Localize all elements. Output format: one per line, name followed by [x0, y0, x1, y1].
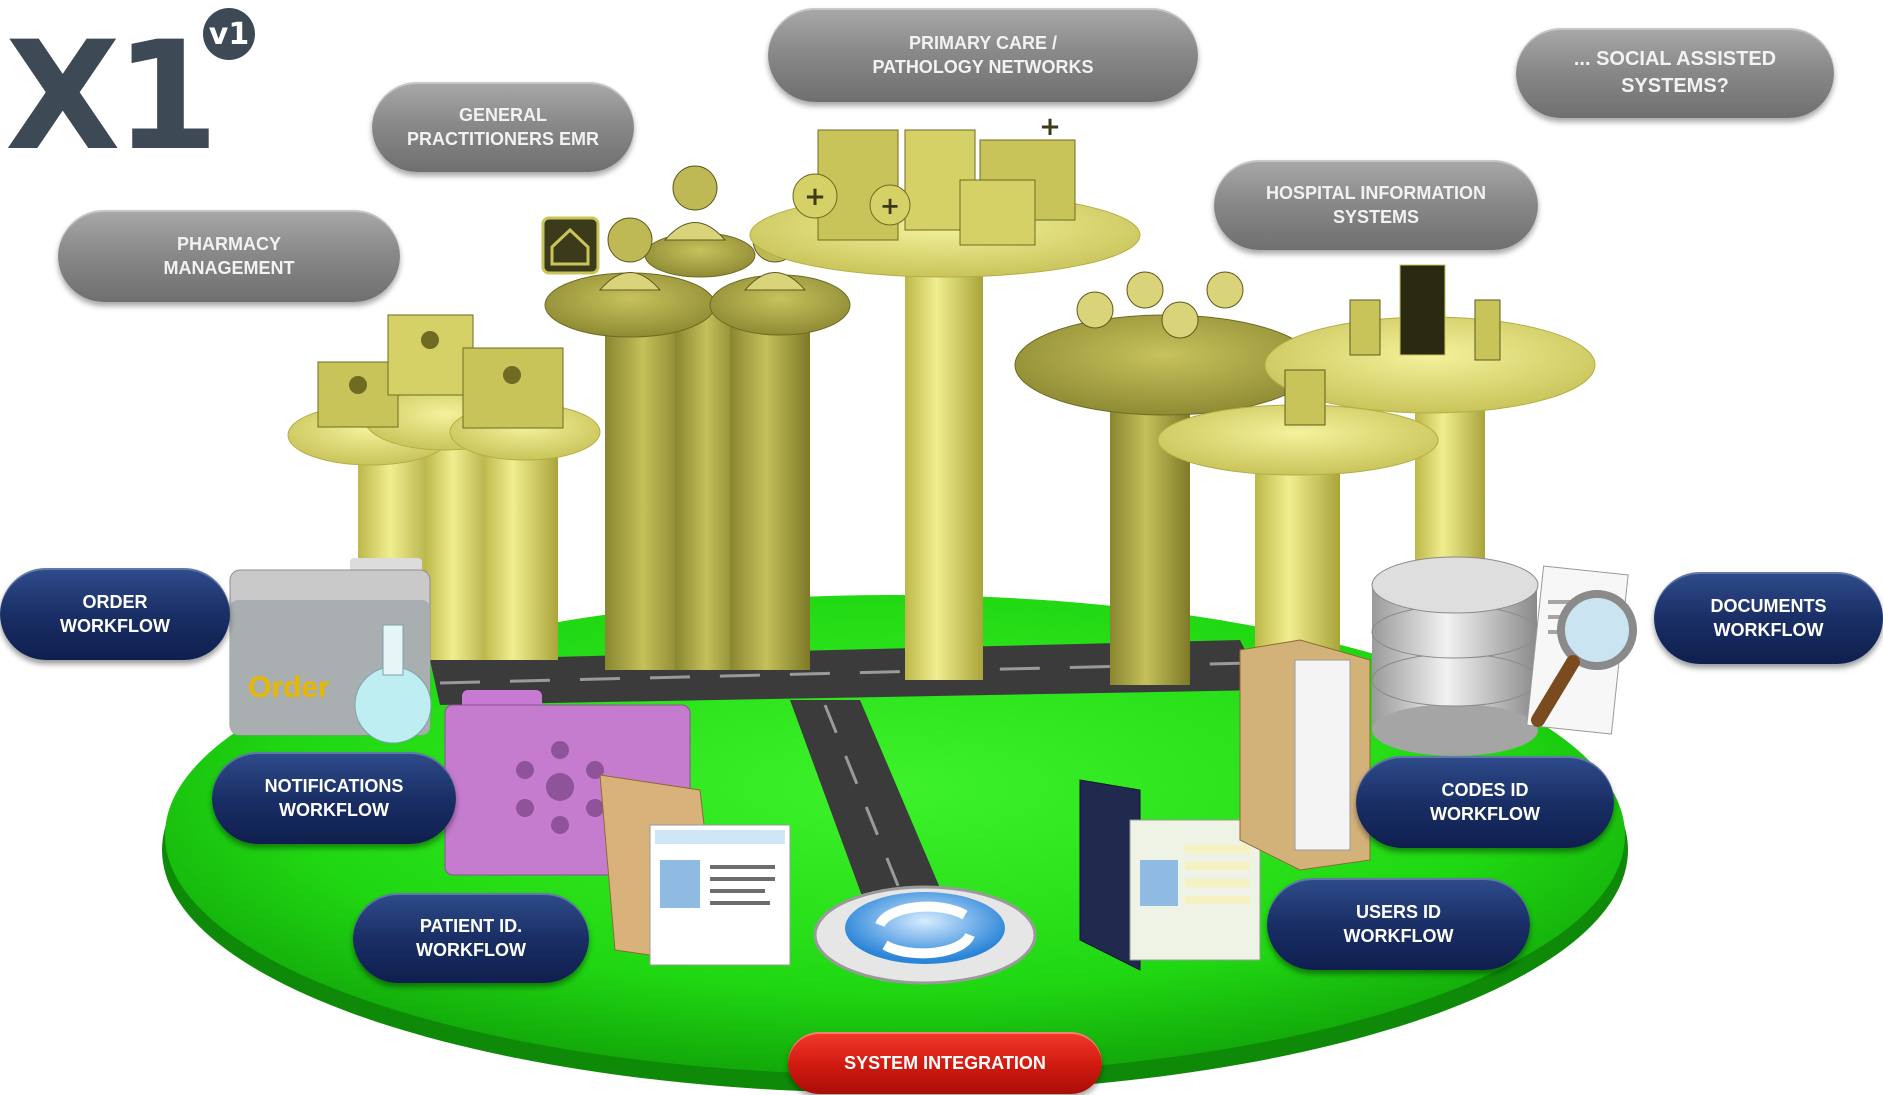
social-assisted-systems-bubble: ... SOCIAL ASSISTED SYSTEMS?	[1516, 28, 1834, 118]
sync-icon	[813, 885, 1037, 985]
patient-id-card-icon	[599, 774, 791, 966]
system-integration-pill: SYSTEM INTEGRATION	[788, 1032, 1102, 1094]
documents-workflow-pill: DOCUMENTS WORKFLOW	[1654, 572, 1883, 664]
gp-pillars	[541, 165, 851, 670]
svg-text:+: +	[880, 192, 900, 220]
order-workflow-pill: ORDER WORKFLOW	[0, 568, 230, 660]
svg-text:+: +	[1039, 112, 1061, 142]
codes-id-workflow-pill: CODES ID WORKFLOW	[1356, 756, 1614, 848]
hospital-information-systems-bubble: HOSPITAL INFORMATION SYSTEMS	[1214, 160, 1538, 250]
primary-care-pillar: + + +	[749, 112, 1141, 680]
pharmacy-management-bubble: PHARMACY MANAGEMENT	[58, 210, 400, 302]
order-folder-label: Order	[248, 671, 330, 704]
database-icon	[1371, 556, 1539, 756]
general-practitioners-emr-bubble: GENERAL PRACTITIONERS EMR	[372, 82, 634, 172]
patient-id-workflow-pill: PATIENT ID. WORKFLOW	[353, 893, 589, 983]
users-id-folder-icon	[1079, 779, 1261, 971]
notifications-workflow-pill: NOTIFICATIONS WORKFLOW	[212, 752, 456, 844]
pharmacy-pillars	[287, 314, 601, 660]
svg-text:+: +	[804, 182, 826, 212]
users-id-workflow-pill: USERS ID WORKFLOW	[1267, 878, 1530, 970]
primary-care-networks-bubble: PRIMARY CARE / PATHOLOGY NETWORKS	[768, 8, 1198, 102]
logo-x1: X1	[5, 10, 219, 184]
codes-folder-icon	[1239, 639, 1371, 871]
order-folder-icon: Order	[229, 558, 432, 744]
document-search-icon	[1526, 565, 1637, 735]
logo-version-badge: v1	[203, 8, 255, 60]
